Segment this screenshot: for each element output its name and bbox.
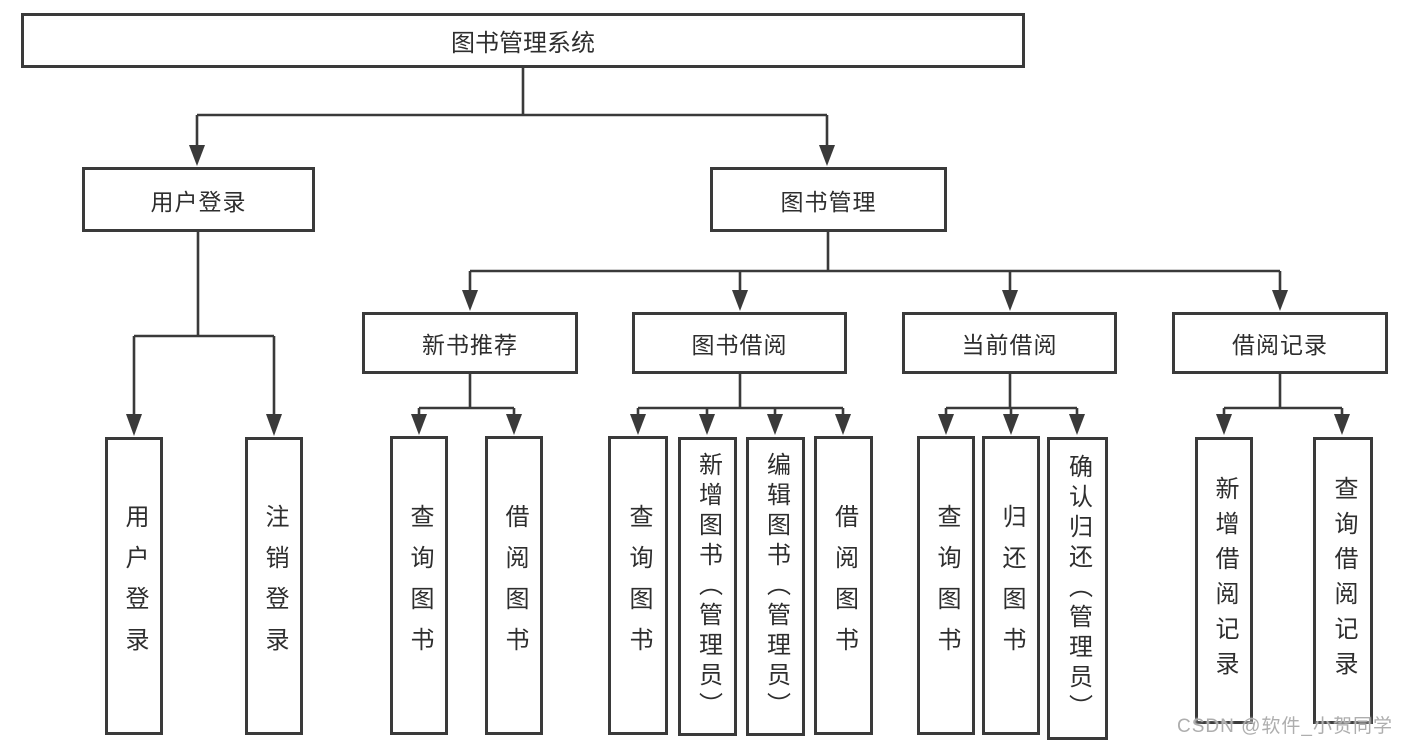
leaf-label: 注销登录 xyxy=(261,504,288,668)
leaf-label: 借阅图书 xyxy=(501,503,528,668)
node-book-borrow: 图书借阅 xyxy=(632,312,847,374)
node-user-login: 用户登录 xyxy=(82,167,315,232)
leaf-label: 借阅图书 xyxy=(830,503,858,668)
csdn-watermark: CSDN @软件_小贺同学 xyxy=(1177,716,1393,737)
leaf-label: 确认归还（管理员） xyxy=(1064,453,1092,724)
leaf-label: 查询借阅记录 xyxy=(1330,475,1357,686)
leaf-label: 查询图书 xyxy=(406,503,433,668)
leaf-add-book-admin: 新增图书（管理员） xyxy=(678,437,737,736)
node-book-management: 图书管理 xyxy=(710,167,947,232)
node-label: 图书借阅 xyxy=(691,332,788,358)
node-label: 借阅记录 xyxy=(1232,332,1328,358)
leaf-logout: 注销登录 xyxy=(245,437,303,735)
leaf-query-books-3: 查询图书 xyxy=(917,436,975,735)
leaf-query-books-2: 查询图书 xyxy=(608,436,668,735)
arrowheads xyxy=(126,145,1350,436)
node-label: 当前借阅 xyxy=(961,332,1058,358)
leaf-confirm-return-admin: 确认归还（管理员） xyxy=(1047,437,1108,740)
node-current-borrow: 当前借阅 xyxy=(902,312,1117,374)
node-label: 图书管理 xyxy=(780,188,877,215)
leaf-label: 归还图书 xyxy=(998,503,1025,668)
leaf-borrow-books-1: 借阅图书 xyxy=(485,436,543,735)
leaf-query-books-1: 查询图书 xyxy=(390,436,448,735)
node-root-book-management-system: 图书管理系统 xyxy=(21,13,1025,68)
leaf-label: 新增借阅记录 xyxy=(1211,475,1238,686)
leaf-user-login: 用户登录 xyxy=(105,437,163,735)
leaf-add-borrow-record: 新增借阅记录 xyxy=(1195,437,1253,724)
leaf-label: 新增图书（管理员） xyxy=(694,451,722,722)
node-label: 新书推荐 xyxy=(422,332,518,358)
leaf-label: 查询图书 xyxy=(625,503,652,668)
leaf-label: 编辑图书（管理员） xyxy=(762,451,790,722)
node-borrow-records: 借阅记录 xyxy=(1172,312,1388,374)
leaf-borrow-books-2: 借阅图书 xyxy=(814,436,873,735)
leaf-label: 用户登录 xyxy=(121,504,148,668)
leaf-edit-book-admin: 编辑图书（管理员） xyxy=(746,437,805,736)
node-label: 图书管理系统 xyxy=(451,30,595,57)
node-label: 用户登录 xyxy=(150,188,247,215)
node-new-book-recommend: 新书推荐 xyxy=(362,312,578,374)
leaf-query-borrow-record: 查询借阅记录 xyxy=(1313,437,1373,724)
leaf-label: 查询图书 xyxy=(933,503,960,668)
leaf-return-books: 归还图书 xyxy=(982,436,1040,735)
